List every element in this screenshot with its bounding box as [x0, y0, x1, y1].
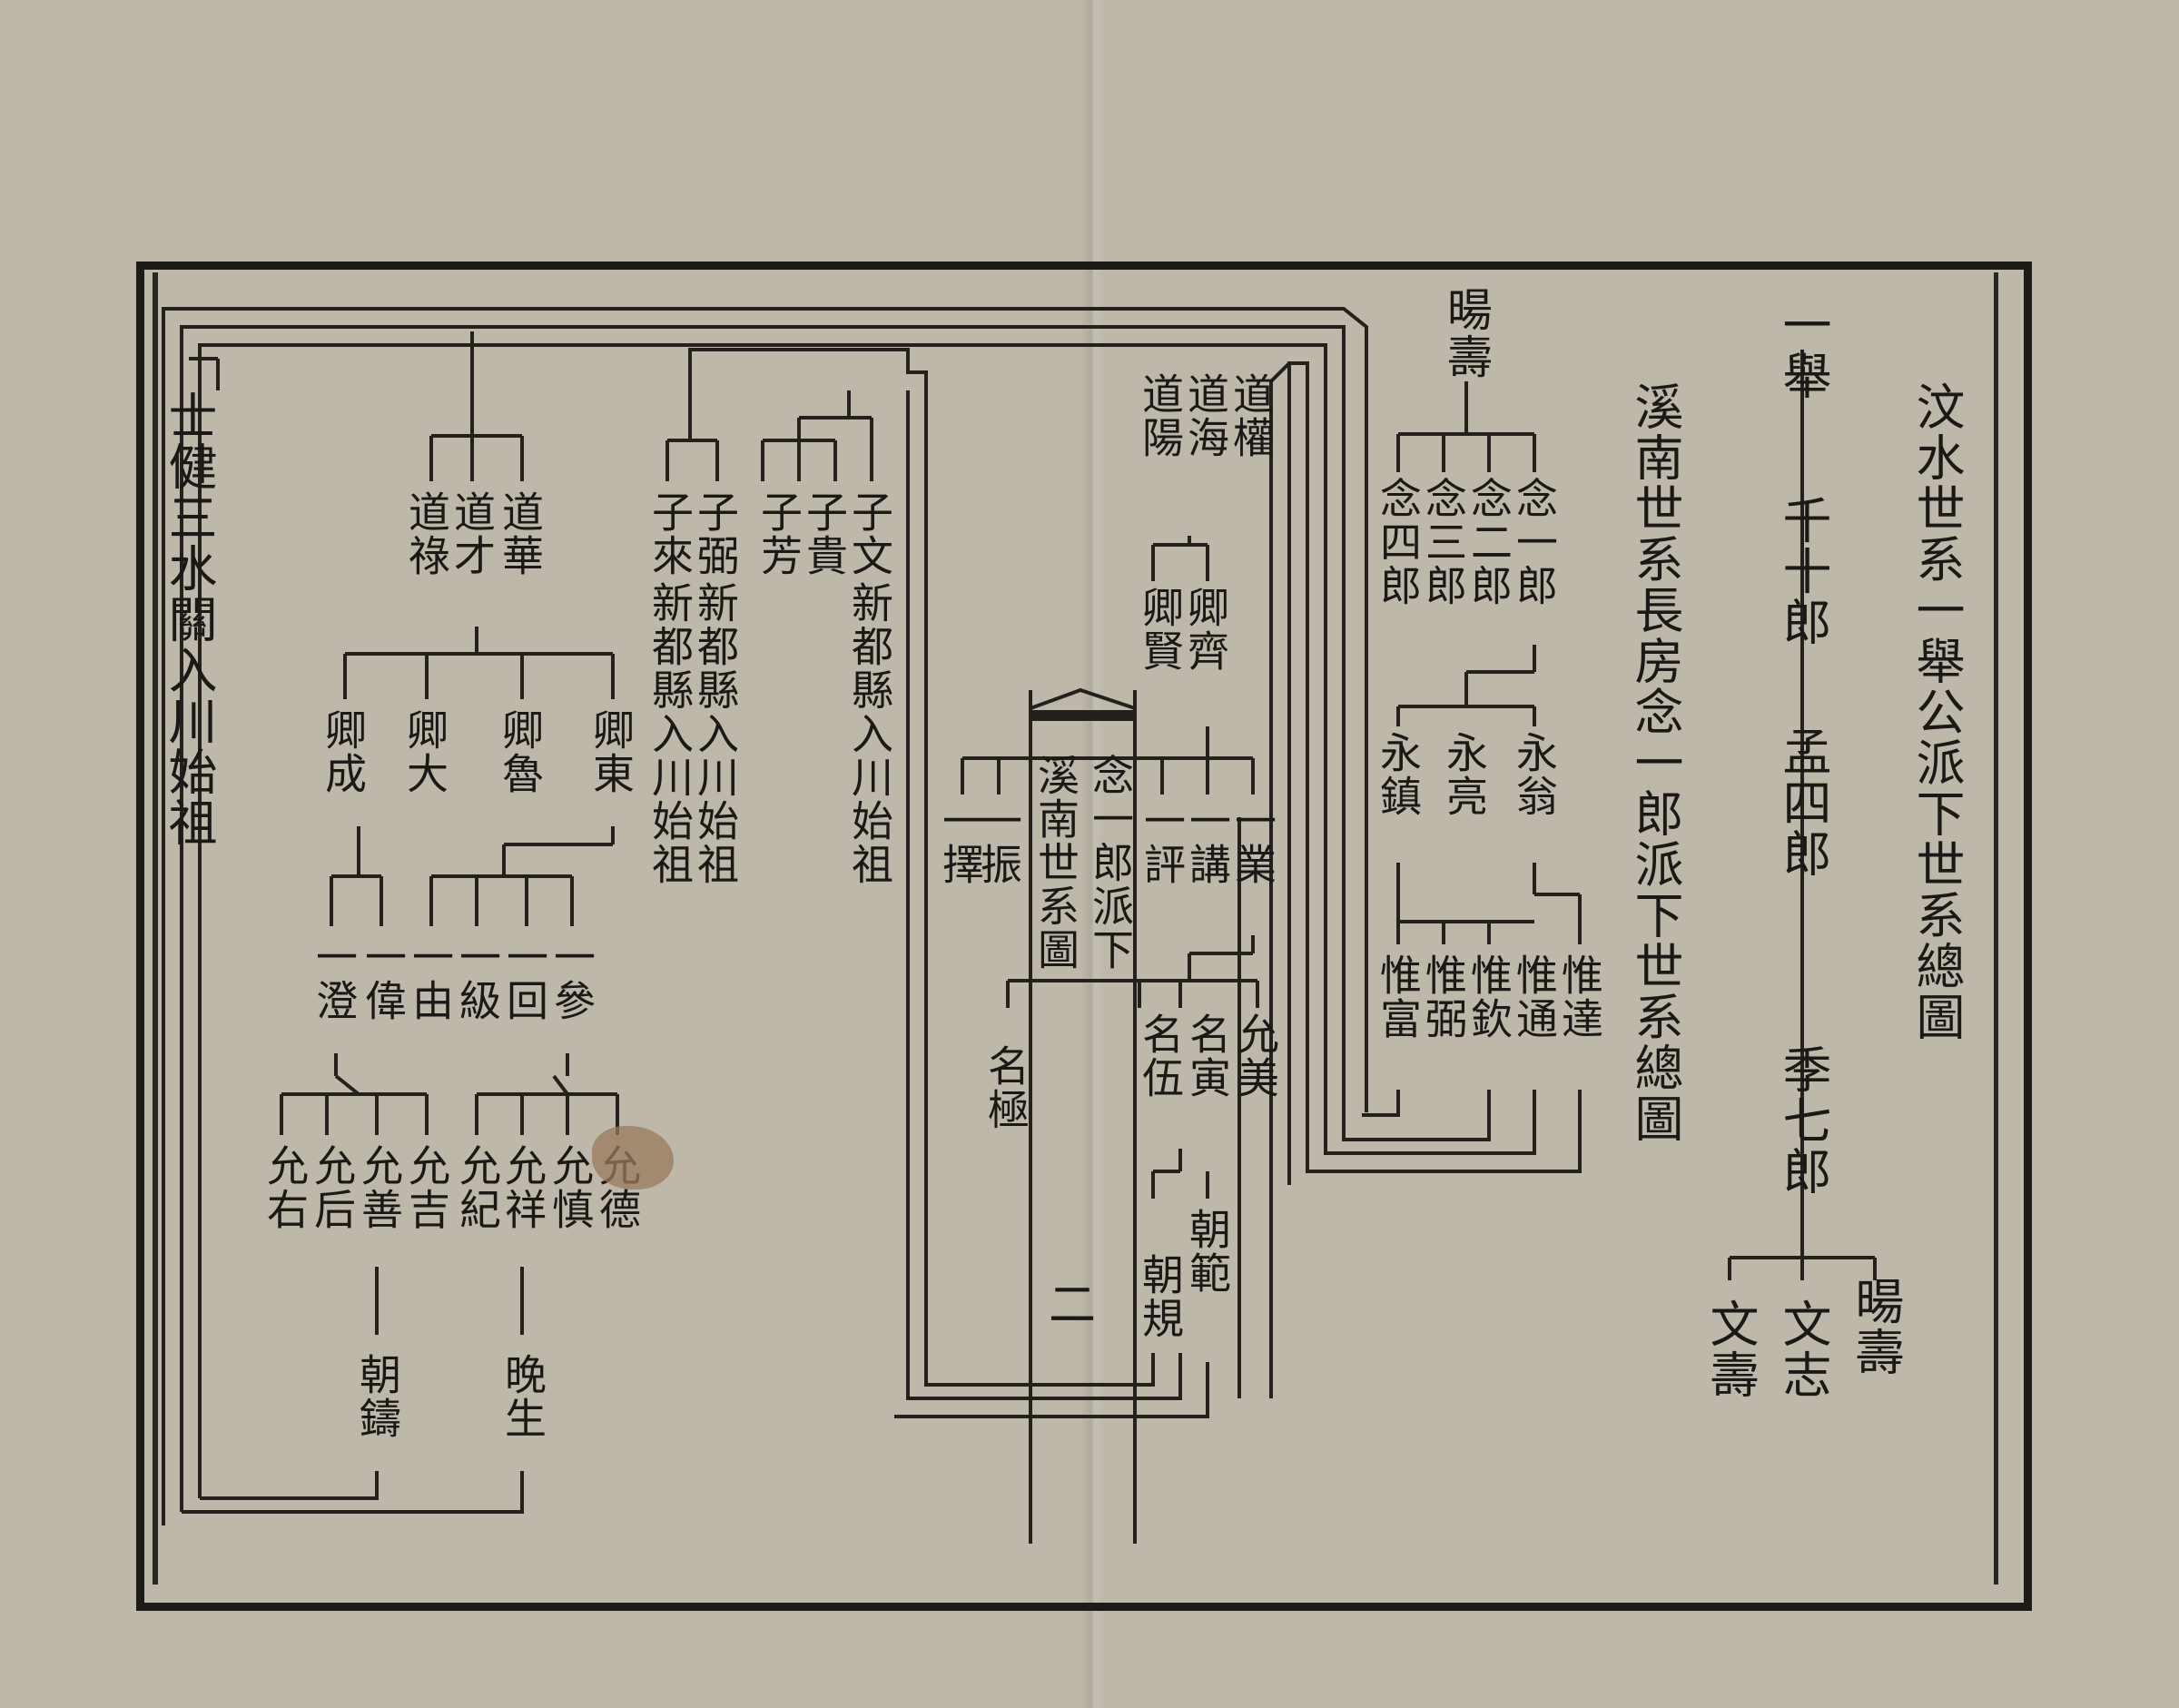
- page-fold: [1080, 0, 1104, 1708]
- note-ziwen-founder: 新都縣入川始祖: [845, 581, 894, 886]
- node-yiji: 一級: [453, 935, 502, 1022]
- note-xinan: 溪南世系圖: [1031, 754, 1080, 972]
- node-yunyou: 允右: [261, 1144, 310, 1231]
- node-yunhou: 允后: [308, 1144, 357, 1231]
- node-qingcheng: 卿成: [319, 708, 368, 795]
- node-yiping: 一評: [1138, 799, 1187, 886]
- node-nian2: 念二郎: [1464, 477, 1513, 607]
- founder-shijian: 士健三水關入川始祖: [160, 390, 217, 848]
- node-yicheng: 一澄: [310, 935, 359, 1022]
- node-qingxian: 卿賢: [1136, 586, 1185, 673]
- node-nian3: 念三郎: [1419, 477, 1468, 607]
- sub-title: 溪南世系長房念一郎派下世系總圖: [1626, 381, 1683, 1144]
- node-yongliang: 永亮: [1440, 731, 1489, 818]
- node-jiqilang: 季七郎: [1774, 1044, 1831, 1197]
- node-daoquan: 道權: [1227, 372, 1276, 459]
- node-wenzhi: 文志: [1774, 1298, 1831, 1400]
- node-ziwen: 子文: [845, 490, 894, 578]
- node-yiyou: 一由: [406, 935, 455, 1022]
- outer-frame: [136, 262, 2032, 1611]
- node-qingda: 卿大: [400, 708, 449, 795]
- node-weibi: 惟弼: [1419, 953, 1468, 1041]
- node-qianshilang: 千十郎: [1774, 495, 1831, 647]
- node-yijiang: 一講: [1183, 799, 1232, 886]
- node-weiqin: 惟欽: [1464, 953, 1513, 1041]
- node-yiye: 一業: [1228, 799, 1277, 886]
- node-yunshan: 允善: [355, 1144, 404, 1231]
- node-yiwei: 一偉: [359, 935, 408, 1022]
- node-qinglu: 卿魯: [496, 708, 545, 795]
- node-yongzhen: 永鎮: [1374, 731, 1423, 818]
- node-mingyin: 名寅: [1183, 1012, 1232, 1100]
- inner-frame-right: [1994, 272, 1998, 1585]
- node-yunxiang: 允祥: [498, 1144, 547, 1231]
- node-mingji: 名極: [981, 1044, 1030, 1131]
- note-nianyilang: 念一郎派下: [1086, 754, 1135, 972]
- node-qingdong: 卿東: [587, 708, 636, 795]
- node-chaozhu: 朝鑄: [353, 1353, 402, 1440]
- node-zifang: 子芳: [754, 490, 804, 578]
- node-yongweng: 永翁: [1510, 731, 1559, 818]
- node-yize: 一擇: [936, 799, 985, 886]
- node-daolu: 道祿: [402, 490, 451, 578]
- node-zigui: 子貴: [800, 490, 849, 578]
- node-yunjixiang: 允吉: [402, 1144, 451, 1231]
- node-yiju: 一舉: [1774, 300, 1831, 401]
- node-daohai: 道海: [1181, 372, 1230, 459]
- node-weida: 惟達: [1555, 953, 1604, 1041]
- node-yunji: 允紀: [453, 1144, 502, 1231]
- node-yunmei: 允美: [1231, 1012, 1280, 1100]
- main-title: 汶水世系一舉公派下世系總圖: [1908, 381, 1965, 1042]
- node-yangshou-right: 暘壽: [1847, 1276, 1904, 1377]
- node-wenshou: 文壽: [1701, 1298, 1759, 1400]
- node-qingqi: 卿齊: [1181, 586, 1230, 673]
- node-zilai: 子來: [646, 490, 695, 578]
- node-yizhen: 一振: [974, 799, 1023, 886]
- node-yunshen: 允慎: [546, 1144, 595, 1231]
- node-nian1: 念一郎: [1510, 477, 1559, 607]
- note-zilai-founder: 新都縣入川始祖: [646, 581, 695, 886]
- node-yangshou: 暘壽: [1440, 286, 1493, 380]
- node-yihui: 一回: [500, 935, 549, 1022]
- node-chaofan: 朝範: [1183, 1208, 1232, 1295]
- node-daoyang: 道陽: [1136, 372, 1185, 459]
- paper-stain: [592, 1126, 674, 1190]
- node-mingwu: 名伍: [1136, 1012, 1185, 1100]
- node-daohua: 道華: [496, 490, 545, 578]
- node-weifu: 惟富: [1374, 953, 1423, 1041]
- node-mengsilang: 孟四郎: [1774, 726, 1831, 879]
- node-daocai: 道才: [448, 490, 497, 578]
- node-yican: 一參: [547, 935, 597, 1022]
- inner-frame-left: [153, 272, 158, 1585]
- node-wansheng: 晚生: [498, 1353, 547, 1440]
- node-chaogui: 朝規: [1136, 1253, 1185, 1340]
- node-weitong: 惟通: [1510, 953, 1559, 1041]
- node-nian4: 念四郎: [1374, 477, 1423, 607]
- node-zibi: 子弼: [691, 490, 740, 578]
- page-number: 二: [1049, 1279, 1097, 1333]
- note-zibi-founder: 新都縣入川始祖: [691, 581, 740, 886]
